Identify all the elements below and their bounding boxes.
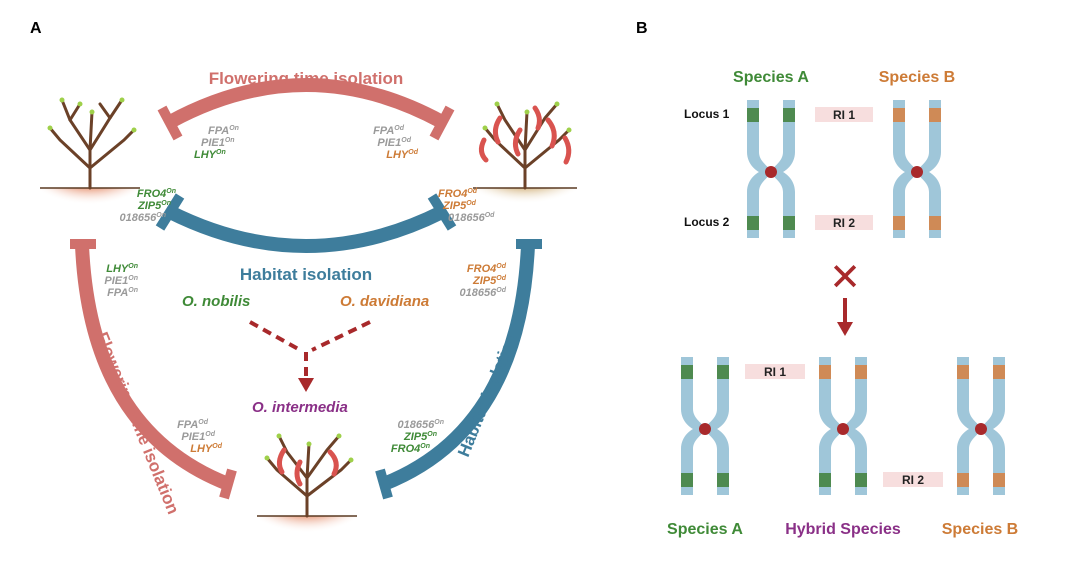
gene-label: LHYOn <box>106 263 138 275</box>
habitat-arc-right <box>381 244 535 491</box>
gene-label: 018656Od <box>448 212 495 224</box>
down-arrow-icon <box>837 322 853 336</box>
ri1-label-bottom: RI 1 <box>764 365 786 379</box>
gene-label: FPAOd <box>373 125 405 137</box>
gene-label: LHYOd <box>190 443 222 455</box>
locus-1-label: Locus 1 <box>684 107 730 121</box>
gene-label: PIE1On <box>104 275 138 287</box>
habitat-arc-middle-bar-left <box>155 193 185 231</box>
gene-label: FPAOn <box>208 125 239 137</box>
plant-davidiana-icon <box>478 101 572 190</box>
gene-label: FRO4On <box>137 188 176 200</box>
bottom-species-b-label: Species B <box>942 521 1018 538</box>
panel-label-a: A <box>30 20 42 37</box>
ri1-box-top <box>815 107 873 122</box>
gene-label: ZIP5On <box>403 431 437 443</box>
ri2-box-bottom <box>883 472 943 487</box>
habitat-label-right: Habitat isolation <box>454 330 521 460</box>
gene-label: ZIP5On <box>137 200 171 212</box>
gene-label: PIE1Od <box>181 431 215 443</box>
gene-label: FRO4Od <box>438 188 478 200</box>
flowering-arc-left <box>75 244 231 491</box>
chromosome-bottom-hybrid <box>819 357 867 495</box>
plant-nobilis-icon <box>47 97 137 190</box>
flowering-arc-top <box>166 78 446 129</box>
gene-label: PIE1Od <box>377 137 411 149</box>
ri2-box-top <box>815 215 873 230</box>
ri2-label-bottom: RI 2 <box>902 473 924 487</box>
panel-a: Flowering time isolation Habitat isolati… <box>30 69 585 550</box>
flowering-arc-top-bar-left <box>157 105 183 141</box>
bottom-hybrid-label: Hybrid Species <box>785 521 901 538</box>
gene-label: FPAOn <box>107 287 138 299</box>
habitat-label-middle: Habitat isolation <box>240 265 372 284</box>
habitat-arc-middle-bar-right <box>427 193 457 231</box>
gene-label: LHYOd <box>386 149 418 161</box>
top-species-a-label: Species A <box>733 69 809 86</box>
panel-label-b: B <box>636 20 648 37</box>
flowering-arc-left-bar-bottom <box>219 468 237 500</box>
merge-arrows <box>249 320 371 380</box>
gene-label: FRO4On <box>391 443 430 455</box>
gene-label: PIE1On <box>201 137 235 149</box>
bottom-species-a-label: Species A <box>667 521 743 538</box>
ri1-label-top: RI 1 <box>833 108 855 122</box>
panel-b: Species A Species B Locus 1 Locus 2 RI 1… <box>667 69 1018 538</box>
gene-label: FPAOd <box>177 419 209 431</box>
chromosome-bottom-species-b <box>957 357 1005 495</box>
flowering-label-top: Flowering time isolation <box>209 69 404 88</box>
chromosome-top-species-b <box>893 100 941 238</box>
plant-intermedia-icon <box>264 433 354 518</box>
merge-arrowhead-icon <box>298 378 314 392</box>
gene-label: ZIP5Od <box>472 275 507 287</box>
habitat-arc-right-bar-bottom <box>375 468 393 500</box>
habitat-arc-middle <box>166 205 446 253</box>
flowering-label-left: Flowering time isolation <box>92 329 183 517</box>
locus-2-label: Locus 2 <box>684 215 730 229</box>
gene-label: 018656On <box>120 212 166 224</box>
species-intermedia: O. intermedia <box>252 399 348 416</box>
gene-label: LHYOn <box>194 149 226 161</box>
gene-label: 018656Od <box>460 287 507 299</box>
species-nobilis: O. nobilis <box>182 293 250 310</box>
gene-label: 018656On <box>398 419 444 431</box>
top-species-b-label: Species B <box>879 69 955 86</box>
gene-label: ZIP5Od <box>442 200 477 212</box>
gene-label: FRO4Od <box>467 263 507 275</box>
flowering-arc-top-bar-right <box>429 105 455 141</box>
species-davidiana: O. davidiana <box>340 293 429 310</box>
chromosome-top-species-a <box>747 100 795 238</box>
cross-icon: ✕ <box>829 255 861 299</box>
chromosome-bottom-species-a <box>681 357 729 495</box>
ri2-label-top: RI 2 <box>833 216 855 230</box>
ri1-box-bottom <box>745 364 805 379</box>
